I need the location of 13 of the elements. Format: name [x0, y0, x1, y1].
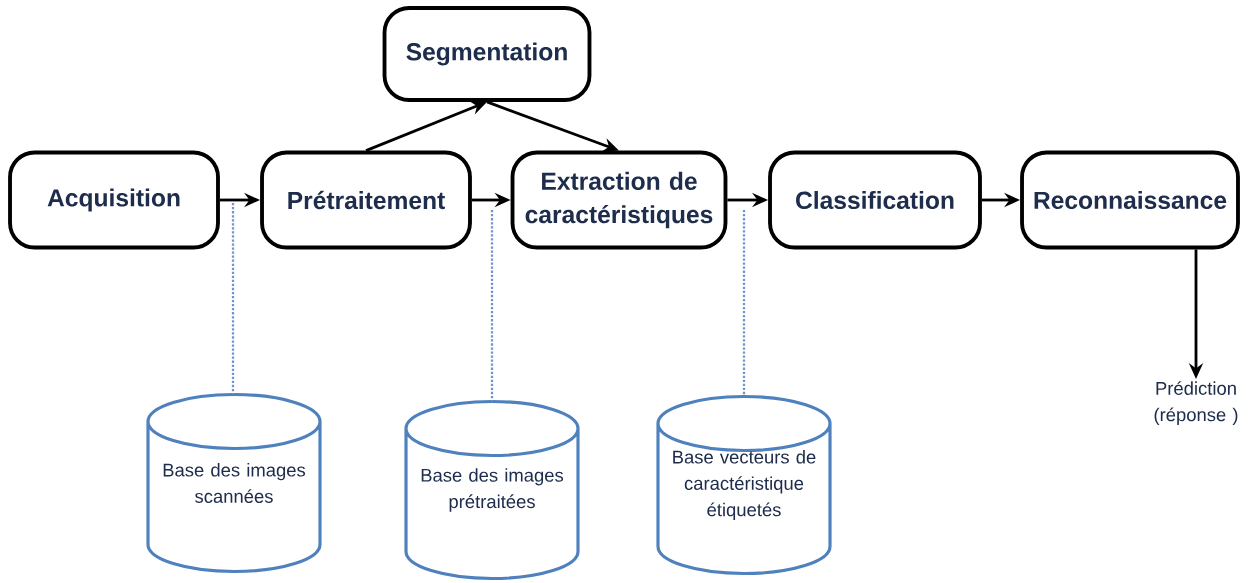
process-box: Classification	[768, 150, 982, 250]
database-cylinder: Base des images prétraitées	[404, 399, 580, 581]
process-box: Extraction de caractéristiques	[510, 150, 728, 250]
process-box: Prétraitement	[260, 150, 472, 250]
output-label: Prédiction (réponse )	[1154, 381, 1238, 425]
database-cylinder: Base des images scannées	[146, 392, 322, 574]
process-box: Acquisition	[8, 150, 220, 250]
database-cylinder: Base vecteurs de caractéristique étiquetés	[656, 394, 832, 576]
leader-line	[490, 210, 494, 401]
leader-line	[742, 210, 746, 396]
leader-line	[231, 203, 235, 394]
process-box: Reconnaissance	[1020, 150, 1240, 250]
process-box: Segmentation	[382, 6, 592, 102]
